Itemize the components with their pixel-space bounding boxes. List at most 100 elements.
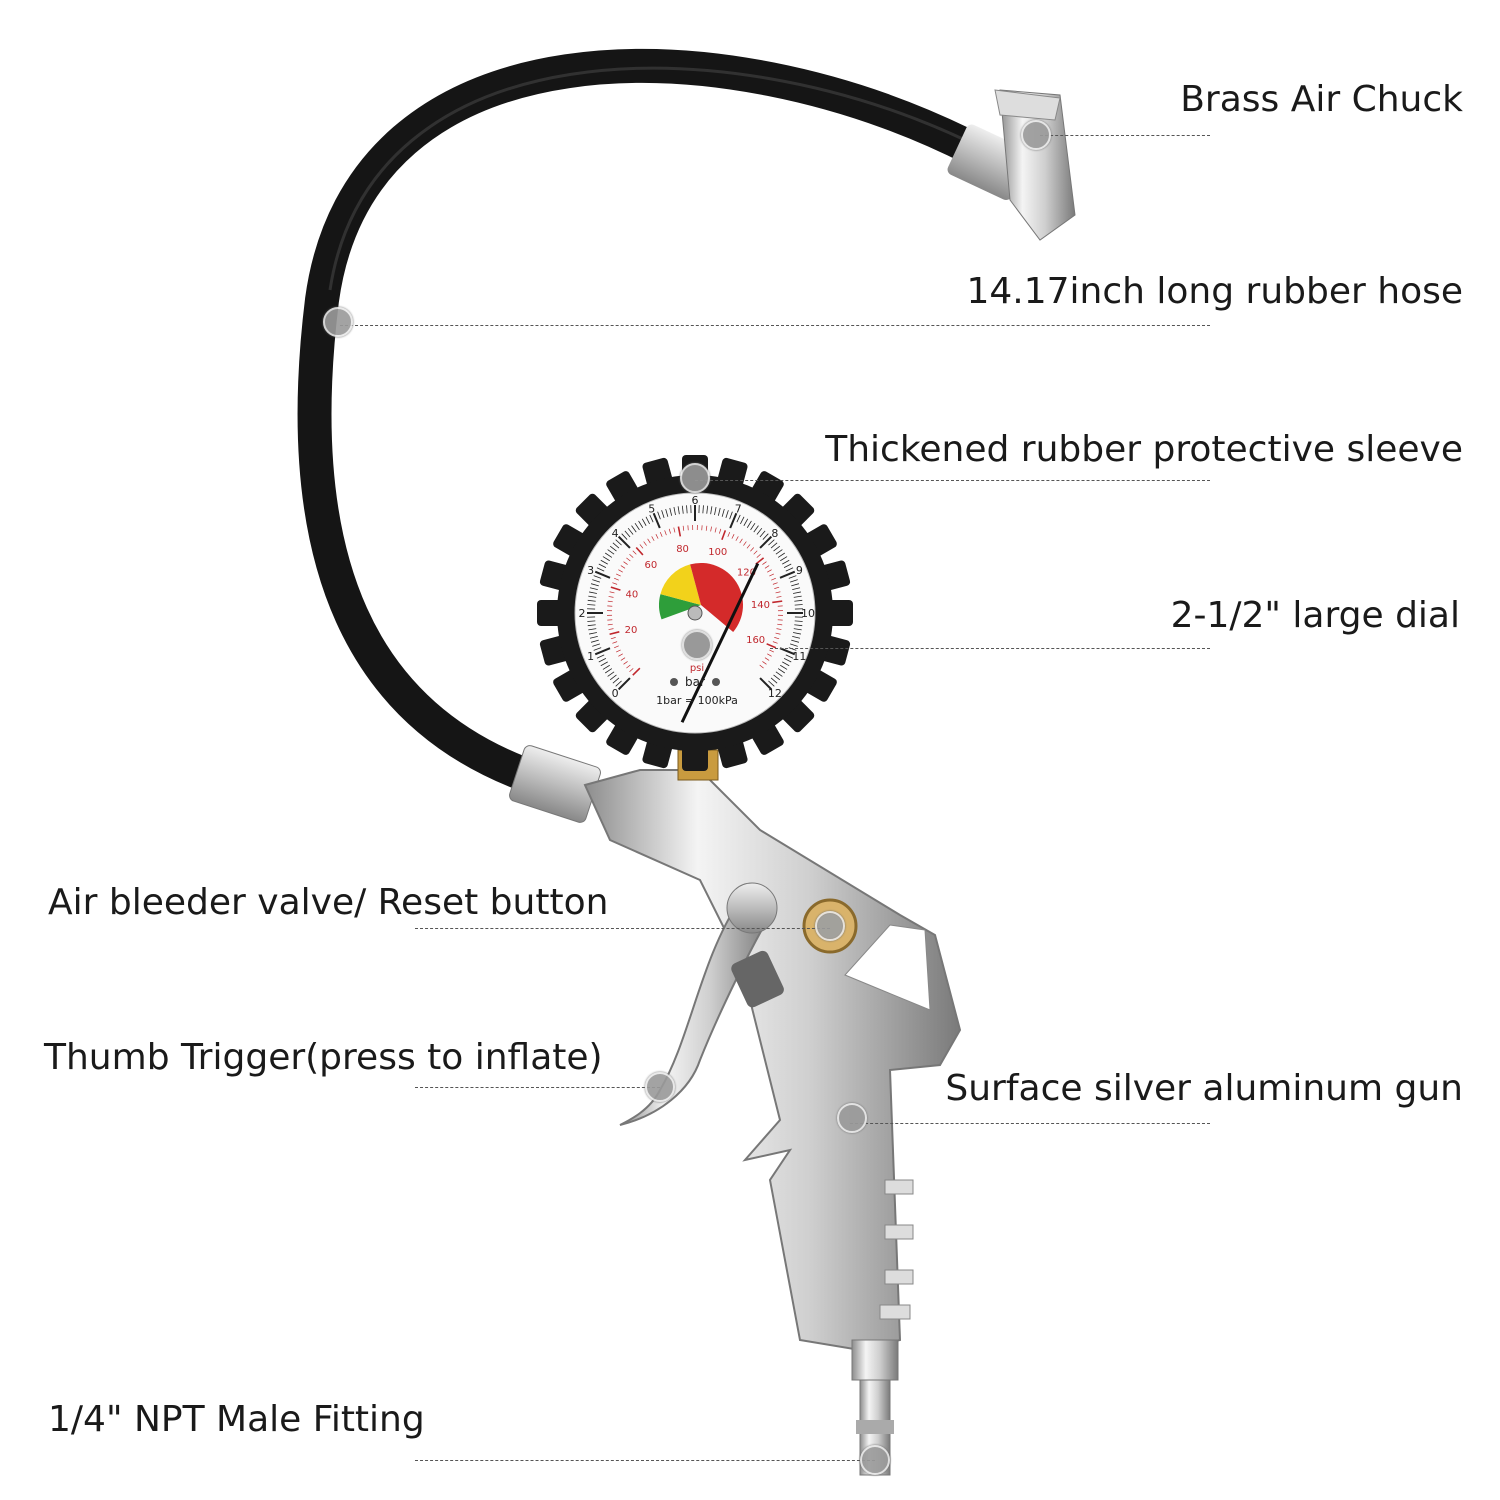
gauge-conversion: 1bar = 100kPa <box>656 694 738 707</box>
bar-tick <box>775 549 783 555</box>
bar-tick <box>621 533 628 540</box>
psi-tick <box>771 577 776 581</box>
psi-tick <box>629 668 634 673</box>
psi-tick <box>623 661 628 665</box>
bar-tick <box>681 505 684 514</box>
psi-tick-label: 140 <box>751 600 770 611</box>
psi-tick-label: 120 <box>737 568 756 579</box>
bar-tick <box>725 510 729 519</box>
bar-tick <box>702 505 704 514</box>
bar-tick <box>777 668 786 674</box>
marker-dot-hose <box>323 307 353 337</box>
psi-tick <box>655 534 659 539</box>
psi-tick <box>753 550 758 555</box>
bar-tick <box>770 677 778 684</box>
bar-tick <box>588 628 597 631</box>
psi-tick <box>614 577 619 581</box>
psi-tick <box>774 637 780 640</box>
psi-tick <box>610 586 621 591</box>
bar-tick <box>746 520 752 528</box>
psi-tick <box>618 653 623 657</box>
leader-line-sleeve <box>695 480 1210 481</box>
psi-tick <box>769 573 774 577</box>
bar-tick <box>590 583 599 587</box>
leader-line-gun <box>850 1123 1210 1124</box>
psi-tick <box>632 550 637 555</box>
psi-tick <box>777 623 783 626</box>
bar-tick <box>785 567 794 572</box>
psi-tick <box>682 525 685 531</box>
leader-line-dial <box>770 648 1210 649</box>
psi-tick <box>608 628 614 630</box>
bar-tick <box>661 510 665 519</box>
psi-tick <box>735 536 739 541</box>
marker-dot-fitting <box>860 1445 890 1475</box>
bar-tick <box>617 535 631 549</box>
bar-tick <box>593 575 602 579</box>
psi-tick <box>764 657 770 661</box>
bar-tick <box>588 591 597 594</box>
bar-tick <box>587 624 596 627</box>
bar-tick <box>736 514 741 523</box>
psi-tick <box>607 623 613 626</box>
leader-line-fitting <box>415 1460 875 1461</box>
bar-tick <box>596 567 605 572</box>
psi-tick <box>664 530 667 536</box>
bar-tick <box>770 542 778 549</box>
bar-tick <box>645 516 650 525</box>
bar-tick <box>750 522 756 531</box>
psi-tick <box>731 534 735 539</box>
psi-tick <box>750 547 755 552</box>
bar-tick <box>588 632 597 635</box>
psi-tick <box>614 645 619 649</box>
bar-tick <box>792 587 801 591</box>
psi-tick <box>769 649 774 653</box>
psi-tick <box>647 538 651 544</box>
bar-tick <box>779 570 796 579</box>
bar-tick <box>768 680 775 687</box>
psi-tick <box>710 526 712 532</box>
bar-tick <box>789 643 798 647</box>
bar-tick <box>594 647 611 656</box>
bar-tick <box>604 552 613 558</box>
bar-tick <box>612 542 620 549</box>
psi-tick <box>632 667 641 676</box>
psi-tick <box>774 586 780 589</box>
bar-tick <box>593 647 602 651</box>
bar-tick <box>743 518 749 526</box>
bar-tick-label: 6 <box>692 494 699 507</box>
bar-tick <box>677 506 680 515</box>
psi-tick <box>616 649 621 653</box>
bar-tick-label: 7 <box>735 503 742 516</box>
marker-dot-bleeder <box>815 911 845 941</box>
label-rubber-hose: 14.17inch long rubber hose <box>966 271 1463 312</box>
bar-tick <box>753 525 759 533</box>
bar-tick-label: 1 <box>587 650 594 663</box>
leader-line-hose <box>340 325 1210 326</box>
bar-tick <box>592 643 601 647</box>
psi-tick <box>620 565 626 569</box>
psi-tick <box>620 657 626 661</box>
psi-tick <box>643 541 647 546</box>
psi-tick <box>764 565 770 569</box>
psi-tick <box>755 557 765 565</box>
bar-tick <box>794 620 803 622</box>
bar-tick-label: 0 <box>612 687 619 700</box>
psi-tick <box>721 530 727 541</box>
label-aluminum-gun: Surface silver aluminum gun <box>945 1068 1463 1109</box>
psi-tick <box>705 525 708 531</box>
bar-tick <box>652 512 661 529</box>
bar-tick <box>594 570 611 579</box>
bar-tick <box>649 514 654 523</box>
label-npt-fitting: 1/4" NPT Male Fitting <box>48 1399 425 1440</box>
bar-tick <box>773 674 781 681</box>
psi-tick <box>739 538 743 544</box>
psi-tick <box>626 664 631 669</box>
psi-tick <box>635 546 644 556</box>
bar-tick <box>631 525 637 533</box>
bar-tick <box>686 505 688 514</box>
psi-tick-label: 20 <box>625 625 638 636</box>
psi-tick <box>772 600 783 604</box>
gauge-needle <box>680 562 760 723</box>
